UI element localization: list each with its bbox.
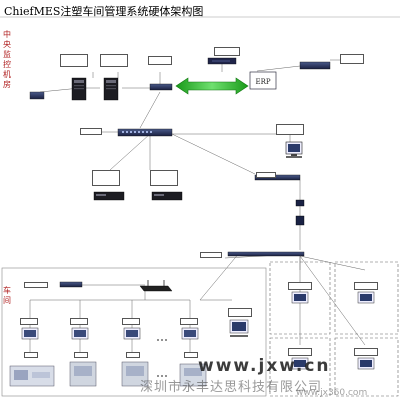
node-label-box [180, 318, 198, 325]
node-label-box [100, 54, 128, 67]
terminal-pc-1 [21, 327, 39, 340]
injection-machine-3 [121, 361, 149, 387]
rack-server [149, 83, 173, 91]
node-label-box [24, 282, 48, 288]
node-label-box [276, 124, 304, 135]
workshop-links [29, 284, 232, 352]
node-label-box [92, 170, 120, 186]
terminal-pc-4 [181, 327, 199, 340]
zone-pc-c [291, 357, 309, 370]
node-label-box [288, 348, 312, 356]
erp-system: ERP [249, 71, 277, 90]
watermark-company: 深圳市永丰达思科技有限公司 [140, 380, 323, 395]
server-tower-1 [71, 77, 87, 101]
core-switch [117, 128, 173, 137]
zone-pc-d [357, 357, 375, 370]
workshop-monitor-pc [229, 319, 249, 337]
terminal-pc-3 [123, 327, 141, 340]
db-server-2 [151, 191, 183, 201]
node-label-box [74, 352, 88, 358]
node-label-box [354, 282, 378, 290]
server-tower-2 [103, 77, 119, 101]
zone-switch [227, 251, 305, 257]
node-label-box [148, 56, 172, 65]
node-label-box [24, 352, 38, 358]
erp-server [299, 61, 331, 70]
node-label-box [150, 170, 178, 186]
zone-pc-a [291, 291, 309, 304]
node-label-box [60, 54, 88, 67]
ellipsis-dots [157, 339, 167, 377]
monitor-pc-central [285, 141, 303, 158]
watermark-site: www.jxw.cn [198, 356, 331, 376]
ups-device [29, 91, 45, 100]
node-label-box [288, 282, 312, 290]
workshop-frame [1, 267, 267, 397]
wireless-ap [139, 280, 173, 292]
watermark-site-2: www.jx360.com [296, 388, 368, 398]
node-label-box [340, 54, 364, 64]
node-label-box [200, 252, 222, 258]
node-label-box [184, 352, 198, 358]
injection-machine-2 [69, 361, 97, 387]
node-label-box [126, 352, 140, 358]
node-label-box [354, 348, 378, 356]
wireless-bridge [295, 199, 305, 226]
workshop-switch-device [59, 281, 83, 288]
node-label-box [228, 308, 252, 317]
firewall-device [207, 57, 237, 65]
zone-links [299, 255, 366, 346]
node-label-box [80, 128, 102, 135]
db-server-1 [93, 191, 125, 201]
region-label-central: 中央监控机房 [3, 30, 11, 89]
workshop-switch [254, 174, 301, 181]
terminal-pc-2 [71, 327, 89, 340]
injection-machine-1 [9, 365, 55, 387]
region-label-workshop: 车间 [3, 286, 11, 305]
diagram-title: ChiefMES注塑车间管理系统硬体架构图 [4, 5, 204, 18]
node-label-box [122, 318, 140, 325]
node-label-box [214, 47, 240, 56]
zone-pc-b [357, 291, 375, 304]
node-label-box [256, 172, 276, 178]
node-label-box [20, 318, 38, 325]
node-label-box [70, 318, 88, 325]
injection-machine-4 [179, 363, 207, 387]
data-exchange-arrow [175, 77, 249, 95]
svg-text:ERP: ERP [255, 78, 270, 86]
